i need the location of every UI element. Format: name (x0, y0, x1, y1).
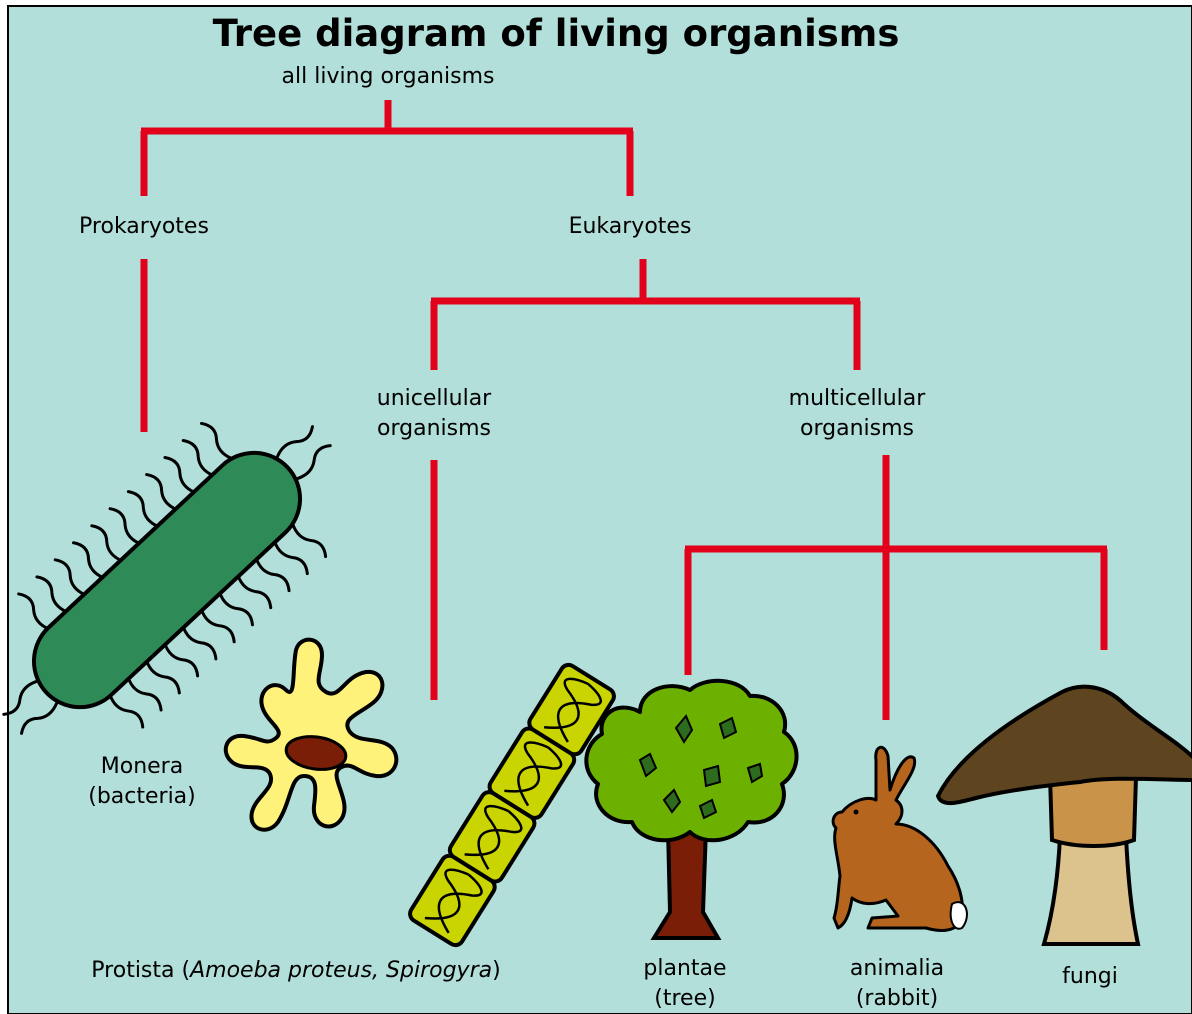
animalia-label: animalia (rabbit) (812, 954, 982, 1014)
eukaryotes-label: Eukaryotes (530, 212, 730, 242)
fungi-label: fungi (1030, 962, 1150, 992)
monera-line2: (bacteria) (62, 782, 222, 812)
plantae-line1: plantae (600, 954, 770, 984)
monera-line1: Monera (62, 752, 222, 782)
protista-examples: Amoeba proteus, Spirogyra (190, 958, 492, 983)
multicellular-label: multicellular organisms (737, 384, 977, 444)
monera-label: Monera (bacteria) (62, 752, 222, 812)
prokaryotes-label: Prokaryotes (44, 212, 244, 242)
diagram-title: Tree diagram of living organisms (0, 12, 1112, 56)
unicellular-line1: unicellular (334, 384, 534, 414)
plantae-label: plantae (tree) (600, 954, 770, 1014)
protista-name: Protista ( (91, 958, 190, 983)
animalia-line2: (rabbit) (812, 984, 982, 1014)
unicellular-line2: organisms (334, 414, 534, 444)
protista-close: ) (492, 958, 501, 983)
plantae-line2: (tree) (600, 984, 770, 1014)
protista-label: Protista (Amoeba proteus, Spirogyra) (36, 956, 556, 986)
multicellular-line1: multicellular (737, 384, 977, 414)
unicellular-label: unicellular organisms (334, 384, 534, 444)
multicellular-line2: organisms (737, 414, 977, 444)
root-node-label: all living organisms (228, 62, 548, 92)
animalia-line1: animalia (812, 954, 982, 984)
